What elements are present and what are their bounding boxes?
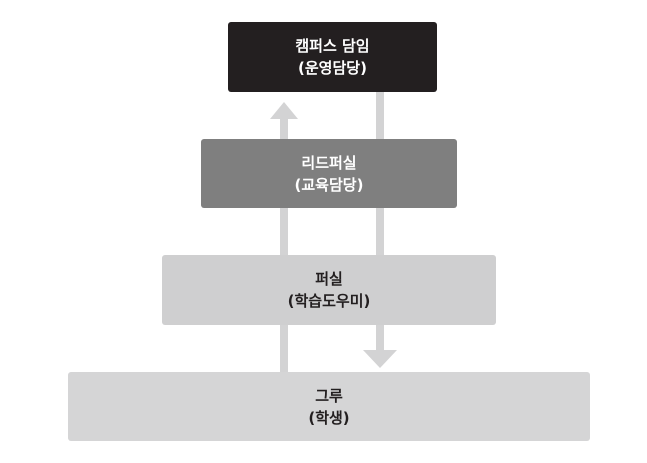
level-box-facilitator: 퍼실 (학습도우미) <box>162 255 496 325</box>
level-box-lead-facilitator: 리드퍼실 (교육담당) <box>201 139 457 208</box>
level-title: 그루 <box>315 386 343 405</box>
level-title: 캠퍼스 담임 <box>295 37 370 55</box>
arrow-down <box>363 90 397 368</box>
arrow-up <box>270 102 298 374</box>
level-subtitle: (교육담당) <box>294 175 364 194</box>
level-subtitle: (학습도우미) <box>287 292 371 310</box>
level-subtitle: (운영담당) <box>298 59 367 77</box>
level-box-gru-student: 그루 (학생) <box>68 372 590 441</box>
level-box-campus-homeroom: 캠퍼스 담임 (운영담당) <box>228 22 437 92</box>
level-title: 리드퍼실 <box>301 153 357 172</box>
level-title: 퍼실 <box>315 270 343 288</box>
level-subtitle: (학생) <box>308 408 350 427</box>
